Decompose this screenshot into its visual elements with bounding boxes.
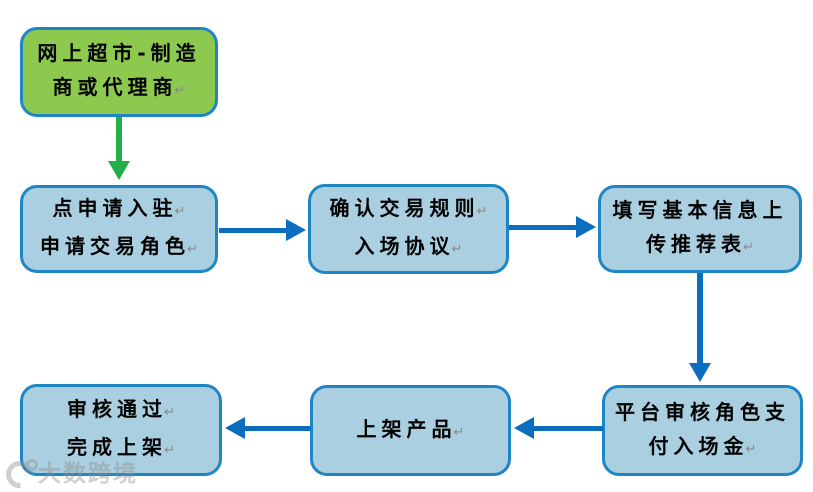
watermark: 大数跨境 xyxy=(0,454,138,492)
node-text: 填写基本信息上 xyxy=(612,198,788,222)
node-text: 入场协议 xyxy=(354,234,455,258)
watermark-logo-icon xyxy=(0,455,39,492)
return-mark-icon: ↵ xyxy=(174,83,186,98)
return-mark-icon: ↵ xyxy=(745,441,757,457)
node-text: 确认交易规则 xyxy=(329,196,480,220)
node-platform-review-deposit: 平台审核角色支 付入场金↵ xyxy=(602,385,803,476)
node-fill-basic-info: 填写基本信息上 传推荐表↵ xyxy=(598,185,802,273)
watermark-text: 大数跨境 xyxy=(38,461,138,487)
return-mark-icon: ↵ xyxy=(187,242,198,257)
return-mark-icon: ↵ xyxy=(453,424,465,440)
return-mark-icon: ↵ xyxy=(451,242,463,257)
node-text: 平台审核角色支 xyxy=(615,399,790,424)
node-text: 审核通过 xyxy=(67,397,168,421)
node-text: 付入场金 xyxy=(648,433,749,458)
return-mark-icon: ↵ xyxy=(164,443,175,458)
node-text: 上架产品 xyxy=(356,416,457,441)
node-text: 点申请入驻 xyxy=(52,196,178,220)
node-list-products: 上架产品↵ xyxy=(310,385,511,476)
node-apply-entry: 点申请入驻↵ 申请交易角色↵ xyxy=(20,185,218,273)
node-text: 完成上架 xyxy=(67,435,168,459)
node-review-passed-listed: 审核通过↵ 完成上架↵ xyxy=(20,384,222,476)
node-text: 商或代理商 xyxy=(52,75,178,99)
node-text: 传推荐表 xyxy=(646,232,747,256)
node-confirm-rules: 确认交易规则↵ 入场协议↵ xyxy=(308,184,509,274)
node-text: 网上超市-制造 xyxy=(37,41,201,65)
node-start-online-supermarket: 网上超市-制造 商或代理商↵ xyxy=(20,27,218,117)
return-mark-icon: ↵ xyxy=(164,405,175,420)
return-mark-icon: ↵ xyxy=(476,204,488,219)
return-mark-icon: ↵ xyxy=(174,204,186,219)
return-mark-icon: ↵ xyxy=(743,240,754,255)
node-text: 申请交易角色 xyxy=(40,234,191,258)
